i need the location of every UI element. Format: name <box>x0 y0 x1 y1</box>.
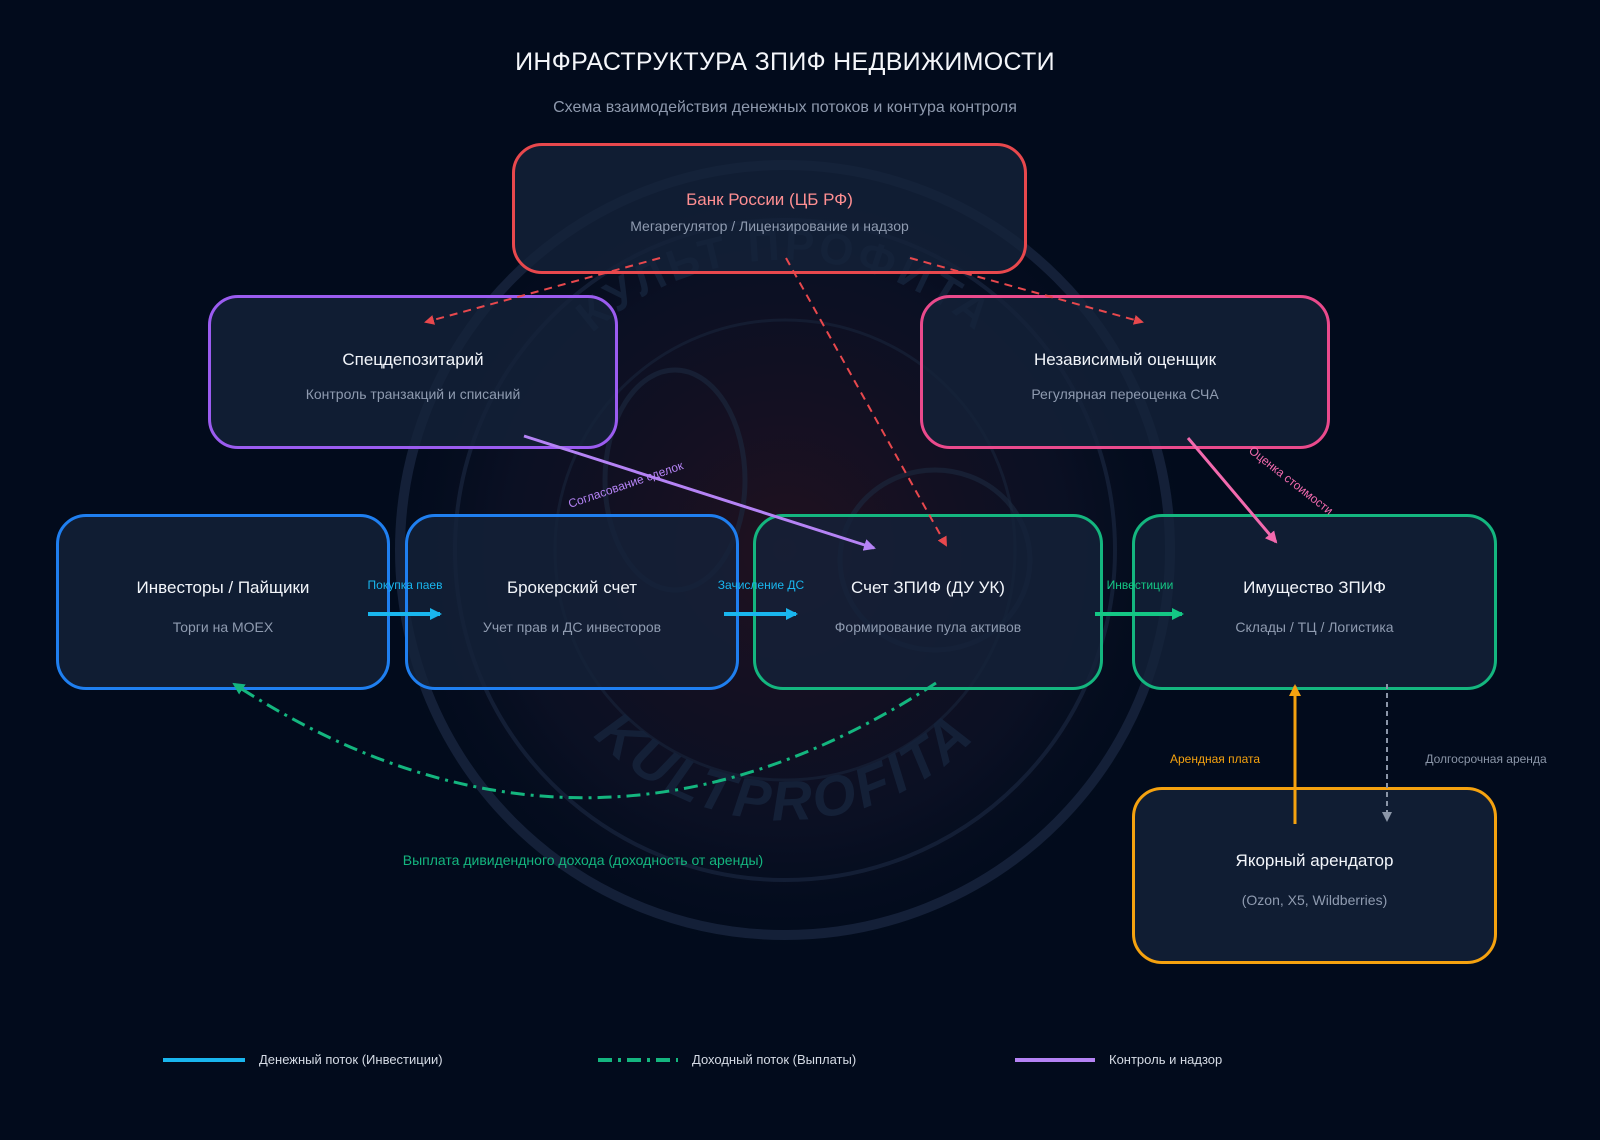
node-description: Учет прав и ДС инвесторов <box>482 619 662 635</box>
node-description: Склады / ТЦ / Логистика <box>1235 619 1394 635</box>
node-description: Формирование пула активов <box>834 619 1022 635</box>
legend-control-label: Контроль и надзор <box>1109 1052 1223 1067</box>
legend-income-label: Доходный поток (Выплаты) <box>692 1052 857 1067</box>
watermark-bottom-text: KULTPROFITA <box>585 699 986 833</box>
node-name: Брокерский счет <box>506 578 638 597</box>
node-independent-appraiser: Независимый оценщик Регулярная переоценк… <box>920 295 1330 449</box>
label-valuation: Оценка стоимости <box>1246 443 1336 517</box>
legend-control-swatch <box>1015 1058 1095 1062</box>
node-description: (Ozon, X5, Wildberries) <box>1241 892 1388 908</box>
legend-money-label: Денежный поток (Инвестиции) <box>259 1052 443 1067</box>
legend-income-swatch <box>598 1058 678 1062</box>
node-name: Якорный арендатор <box>1235 851 1394 870</box>
node-name: Спецдепозитарий <box>342 350 484 369</box>
node-name: Инвесторы / Пайщики <box>136 578 310 597</box>
node-fund-account: Счет ЗПИФ (ДУ УК) Формирование пула акти… <box>753 514 1103 690</box>
node-description: Регулярная переоценка СЧА <box>1031 386 1219 402</box>
label-long-lease: Долгосрочная аренда <box>1425 752 1547 766</box>
label-deal-approval: Согласование сделок <box>566 458 685 511</box>
label-rent-payment: Арендная плата <box>1170 752 1260 766</box>
arrow-dividend-payout <box>232 681 937 800</box>
page-title: ИНФРАСТРУКТУРА ЗПИФ НЕДВИЖИМОСТИ <box>515 48 1055 76</box>
node-description: Мегарегулятор / Лицензирование и надзор <box>630 218 909 234</box>
node-name: Независимый оценщик <box>1033 350 1217 369</box>
node-central-bank: Банк России (ЦБ РФ) Мегарегулятор / Лице… <box>512 143 1027 274</box>
node-name: Счет ЗПИФ (ДУ УК) <box>851 578 1005 597</box>
node-description: Контроль транзакций и списаний <box>305 386 521 402</box>
page-subtitle: Схема взаимодействия денежных потоков и … <box>553 99 1017 116</box>
node-investors: Инвесторы / Пайщики Торги на MOEX <box>56 514 390 690</box>
node-special-depository: Спецдепозитарий Контроль транзакций и сп… <box>208 295 618 449</box>
node-brokerage-account: Брокерский счет Учет прав и ДС инвесторо… <box>405 514 739 690</box>
legend-money-swatch <box>163 1058 245 1062</box>
node-name: Имущество ЗПИФ <box>1243 578 1386 597</box>
label-dividend-payout: Выплата дивидендного дохода (доходность … <box>403 852 763 868</box>
node-name: Банк России (ЦБ РФ) <box>686 190 853 209</box>
node-description: Торги на MOEX <box>172 619 274 635</box>
node-anchor-tenant: Якорный арендатор (Ozon, X5, Wildberries… <box>1132 787 1497 964</box>
node-fund-property: Имущество ЗПИФ Склады / ТЦ / Логистика <box>1132 514 1497 690</box>
